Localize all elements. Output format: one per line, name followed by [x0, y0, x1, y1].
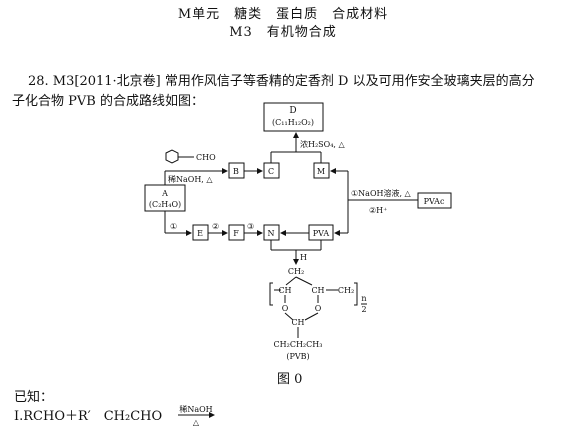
condition-pvac-hydrolysis: ①NaOH溶液, △	[351, 188, 412, 198]
subsection-heading: M3 有机物合成	[229, 25, 337, 40]
compound-d-box	[263, 102, 324, 132]
question-text-line2: 子化合物 PVB 的合成路线如图：	[12, 94, 204, 109]
condition-dilute-naoh: 稀NaOH, △	[168, 174, 213, 184]
pvb-ch2-right: CH₂	[338, 286, 354, 295]
compound-b-label: B	[233, 167, 239, 176]
pvb-subscript-den: 2	[361, 305, 366, 314]
compound-d-formula: (C₁₁H₁₂O₂)	[272, 118, 314, 127]
benzene-ring-icon	[165, 149, 179, 164]
section-heading: M单元 糖类 蛋白质 合成材料	[177, 7, 389, 22]
condition-h: H	[300, 253, 307, 262]
compound-d-label: D	[289, 106, 296, 116]
compound-a-formula: (C₂H₄O)	[149, 200, 181, 209]
question-text-line1: 28. M3[2011·北京卷] 常用作风信子等香精的定香剂 D 以及可用作安全…	[28, 74, 535, 89]
figure-caption: 图 0	[277, 372, 303, 387]
condition-pvac-acid: ②H⁺	[369, 206, 387, 215]
pvb-subscript-n: n	[361, 294, 366, 303]
reaction-1-cond-top: 稀NaOH	[179, 404, 212, 414]
compound-f-label: F	[233, 229, 239, 238]
pvb-name: (PVB)	[286, 352, 309, 361]
compound-c-label: C	[268, 167, 274, 176]
step-2-marker: ②	[212, 222, 219, 231]
compound-a-label: A	[161, 189, 168, 198]
step-3-marker: ③	[247, 222, 254, 231]
pvb-o-right: O	[315, 304, 322, 313]
reaction-1-arrow: 稀NaOH △	[178, 404, 215, 427]
pvb-ch-left: CH	[278, 286, 291, 295]
compound-m-label: M	[317, 167, 325, 176]
compound-pva-label: PVA	[313, 229, 330, 238]
pvb-propyl-chain: CH₂CH₂CH₃	[274, 340, 323, 349]
reaction-1: Ⅰ.RCHO＋R′ CH₂CHO	[14, 409, 163, 424]
compound-n-label: N	[268, 229, 275, 238]
condition-acid-heat: 浓H₂SO₄, △	[300, 140, 346, 149]
pvb-o-left: O	[282, 304, 289, 313]
compound-pvac-label: PVAc	[424, 197, 445, 206]
benzaldehyde-cho: CHO	[196, 153, 216, 162]
pvb-ch-bottom: CH	[291, 318, 304, 327]
known-label: 已知：	[14, 390, 54, 405]
pvb-ch2-top: CH₂	[288, 267, 304, 276]
step-1-marker: ①	[170, 222, 177, 231]
reaction-1-cond-bottom: △	[193, 418, 200, 427]
compound-e-label: E	[197, 229, 203, 238]
pvb-ch-right: CH	[311, 286, 324, 295]
